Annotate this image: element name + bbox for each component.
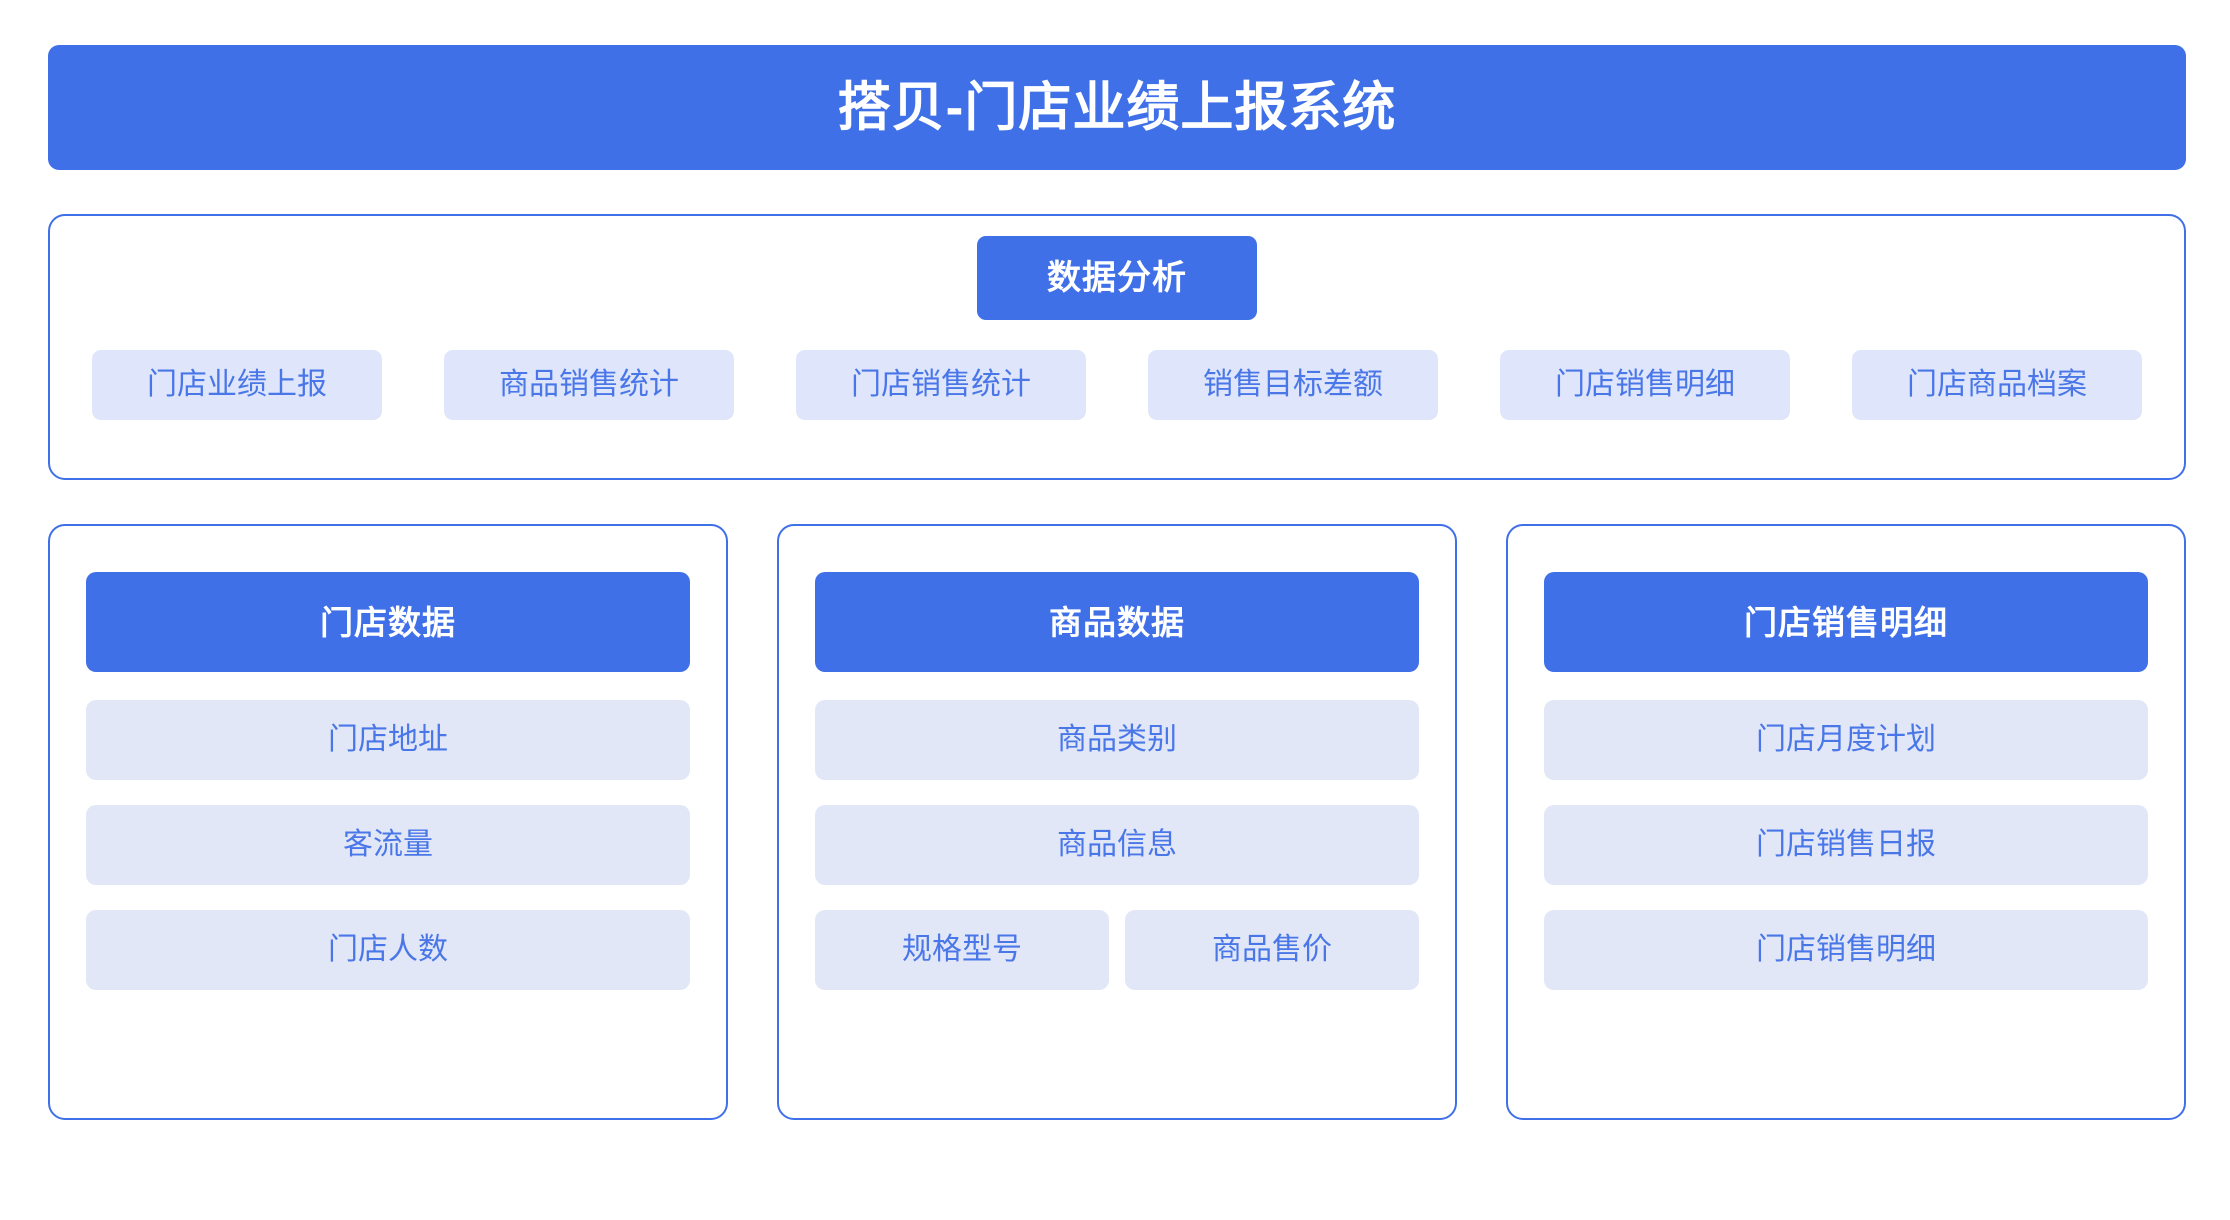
card-item-store-sales-detail[interactable]: 门店销售明细 bbox=[1544, 910, 2148, 990]
nav-item-store-performance-report[interactable]: 门店业绩上报 bbox=[92, 350, 382, 420]
card-header-store-data[interactable]: 门店数据 bbox=[86, 572, 690, 672]
card-item-spec-model[interactable]: 规格型号 bbox=[815, 910, 1109, 990]
nav-item-list: 门店业绩上报 商品销售统计 门店销售统计 销售目标差额 门店销售明细 门店商品档… bbox=[92, 350, 2142, 420]
nav-item-label: 门店商品档案 bbox=[1907, 368, 2087, 401]
card-row: 门店数据 门店地址 客流量 门店人数 bbox=[48, 524, 2186, 1120]
card-item-store-address[interactable]: 门店地址 bbox=[86, 700, 690, 780]
app-title-banner: 搭贝-门店业绩上报系统 bbox=[48, 45, 2186, 170]
card-item-label: 商品类别 bbox=[1057, 723, 1177, 756]
card-item-list: 门店地址 客流量 门店人数 bbox=[86, 700, 690, 1118]
card-item-label: 商品售价 bbox=[1212, 933, 1332, 966]
nav-panel: 数据分析 门店业绩上报 商品销售统计 门店销售统计 销售目标差额 门店销售明细 … bbox=[48, 214, 2186, 480]
nav-item-store-sales-detail[interactable]: 门店销售明细 bbox=[1500, 350, 1790, 420]
card-item-row: 门店地址 bbox=[86, 700, 690, 780]
card-item-label: 门店人数 bbox=[328, 933, 448, 966]
card-item-list: 门店月度计划 门店销售日报 门店销售明细 bbox=[1544, 700, 2148, 1118]
card-store-data: 门店数据 门店地址 客流量 门店人数 bbox=[48, 524, 728, 1120]
card-item-product-category[interactable]: 商品类别 bbox=[815, 700, 1419, 780]
card-item-row-split: 规格型号 商品售价 bbox=[815, 910, 1419, 990]
card-item-label: 客流量 bbox=[343, 828, 433, 861]
card-title: 门店销售明细 bbox=[1744, 603, 1948, 641]
page-title: 搭贝-门店业绩上报系统 bbox=[837, 78, 1397, 137]
card-item-store-daily-sales-report[interactable]: 门店销售日报 bbox=[1544, 805, 2148, 885]
card-item-store-monthly-plan[interactable]: 门店月度计划 bbox=[1544, 700, 2148, 780]
card-item-list: 商品类别 商品信息 规格型号 商品售价 bbox=[815, 700, 1419, 1118]
card-item-row: 门店人数 bbox=[86, 910, 690, 990]
card-header-product-data[interactable]: 商品数据 bbox=[815, 572, 1419, 672]
card-item-label: 商品信息 bbox=[1057, 828, 1177, 861]
nav-item-sales-target-gap[interactable]: 销售目标差额 bbox=[1148, 350, 1438, 420]
nav-item-product-sales-stats[interactable]: 商品销售统计 bbox=[444, 350, 734, 420]
card-item-row: 商品信息 bbox=[815, 805, 1419, 885]
card-item-row: 门店销售日报 bbox=[1544, 805, 2148, 885]
nav-item-label: 门店销售明细 bbox=[1555, 368, 1735, 401]
nav-section-button-data-analysis[interactable]: 数据分析 bbox=[977, 236, 1257, 320]
card-item-row: 门店销售明细 bbox=[1544, 910, 2148, 990]
card-item-row: 商品类别 bbox=[815, 700, 1419, 780]
card-title: 商品数据 bbox=[1049, 603, 1185, 641]
card-product-data: 商品数据 商品类别 商品信息 规格型号 bbox=[777, 524, 1457, 1120]
card-item-row: 门店月度计划 bbox=[1544, 700, 2148, 780]
nav-item-store-sales-stats[interactable]: 门店销售统计 bbox=[796, 350, 1086, 420]
card-item-foot-traffic[interactable]: 客流量 bbox=[86, 805, 690, 885]
nav-item-label: 商品销售统计 bbox=[499, 368, 679, 401]
nav-section-label: 数据分析 bbox=[1047, 259, 1187, 297]
card-item-label: 门店销售日报 bbox=[1756, 828, 1936, 861]
nav-item-label: 门店业绩上报 bbox=[147, 368, 327, 401]
card-item-label: 门店地址 bbox=[328, 723, 448, 756]
card-item-label: 门店月度计划 bbox=[1756, 723, 1936, 756]
card-title: 门店数据 bbox=[320, 603, 456, 641]
nav-item-label: 销售目标差额 bbox=[1203, 368, 1383, 401]
card-item-label: 规格型号 bbox=[902, 933, 1022, 966]
card-store-sales-detail: 门店销售明细 门店月度计划 门店销售日报 门店销售明细 bbox=[1506, 524, 2186, 1120]
nav-item-label: 门店销售统计 bbox=[851, 368, 1031, 401]
card-item-store-headcount[interactable]: 门店人数 bbox=[86, 910, 690, 990]
nav-item-store-product-archive[interactable]: 门店商品档案 bbox=[1852, 350, 2142, 420]
card-item-row: 客流量 bbox=[86, 805, 690, 885]
card-item-product-info[interactable]: 商品信息 bbox=[815, 805, 1419, 885]
card-header-store-sales-detail[interactable]: 门店销售明细 bbox=[1544, 572, 2148, 672]
card-item-product-price[interactable]: 商品售价 bbox=[1125, 910, 1419, 990]
card-item-label: 门店销售明细 bbox=[1756, 933, 1936, 966]
